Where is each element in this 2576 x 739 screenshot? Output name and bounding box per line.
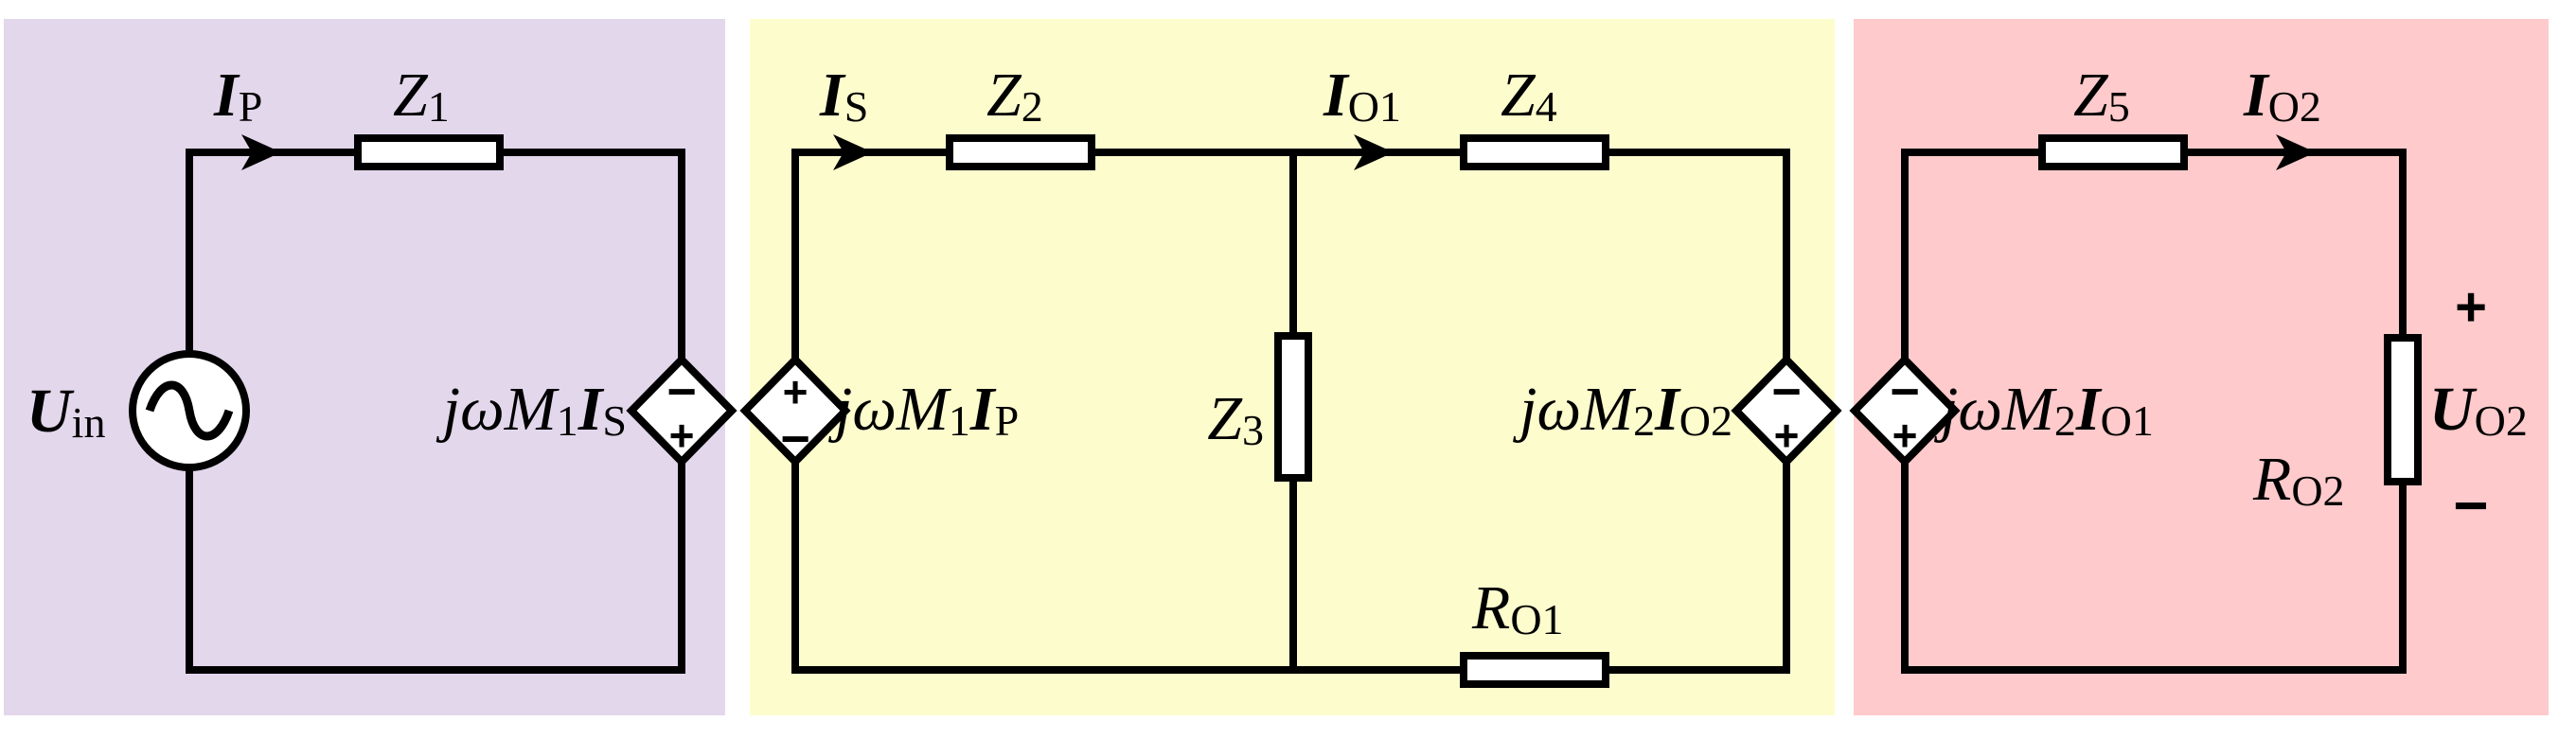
dependent-source-output-minus: − — [1890, 363, 1920, 420]
current-arrow-io2 — [2276, 134, 2316, 170]
output-circuit: − + Z5 IO2 jωM2IO1 RO2 UO2 + − — [1849, 61, 2528, 674]
secondary-circuit: + − − + IS Z2 IO1 Z4 jωM1IP Z3 jωM2IO2 R… — [739, 61, 1842, 688]
label-i-p: IP — [213, 61, 262, 131]
impedance-z3 — [1274, 332, 1312, 482]
dependent-source-secondary-left-minus: − — [780, 411, 810, 467]
dependent-source-primary-minus: − — [666, 363, 697, 420]
primary-circuit: − + IP Z1 Uin jωM1IS — [27, 61, 737, 674]
impedance-z2 — [946, 134, 1095, 170]
label-z4: Z4 — [1501, 61, 1557, 131]
output-voltage-minus: − — [2453, 471, 2488, 539]
current-arrow-is — [833, 134, 873, 170]
label-i-o2: IO2 — [2243, 61, 2321, 131]
panel-primary — [4, 19, 725, 715]
dependent-source-output-plus: + — [1892, 411, 1918, 460]
current-arrow-io1 — [1354, 134, 1394, 170]
resistor-r-o1 — [1460, 652, 1609, 688]
label-u-in: Uin — [27, 377, 105, 447]
dependent-source-secondary-right-plus: + — [1774, 411, 1800, 460]
dependent-source-secondary-right-minus: − — [1771, 363, 1802, 420]
impedance-z5 — [2038, 134, 2188, 170]
label-u-o2: UO2 — [2429, 375, 2528, 445]
impedance-z4 — [1460, 134, 1609, 170]
label-source-output: jωM2IO1 — [1933, 375, 2154, 445]
ac-source-uin — [129, 350, 250, 471]
primary-wire-bottom — [186, 458, 685, 674]
dependent-source-secondary-left: + − — [739, 354, 851, 467]
label-i-o1: IO1 — [1323, 61, 1401, 131]
label-z5: Z5 — [2073, 61, 2130, 131]
dependent-source-primary: − + — [626, 354, 737, 467]
label-i-s: IS — [819, 61, 868, 131]
current-arrow-ip — [241, 134, 281, 170]
dependent-source-secondary-left-plus: + — [783, 367, 808, 416]
label-z3: Z3 — [1207, 384, 1264, 454]
panel-output — [1854, 19, 2549, 715]
label-source-secondary-left: jωM1IP — [827, 375, 1019, 445]
label-r-o1: RO1 — [1471, 573, 1564, 643]
output-voltage-plus: + — [2455, 276, 2487, 338]
impedance-z1 — [354, 134, 504, 170]
resistor-r-o2 — [2384, 334, 2422, 485]
output-wire-bottom — [1901, 458, 2407, 674]
label-source-primary: jωM1IS — [435, 375, 627, 445]
label-source-secondary-right: jωM2IO2 — [1512, 375, 1732, 445]
label-z1: Z1 — [393, 61, 450, 131]
dependent-source-output: − + — [1849, 354, 1961, 467]
label-z2: Z2 — [986, 61, 1043, 131]
label-r-o2: RO2 — [2252, 445, 2345, 515]
dependent-source-primary-plus: + — [669, 411, 695, 460]
dependent-source-secondary-right: − + — [1731, 354, 1842, 467]
